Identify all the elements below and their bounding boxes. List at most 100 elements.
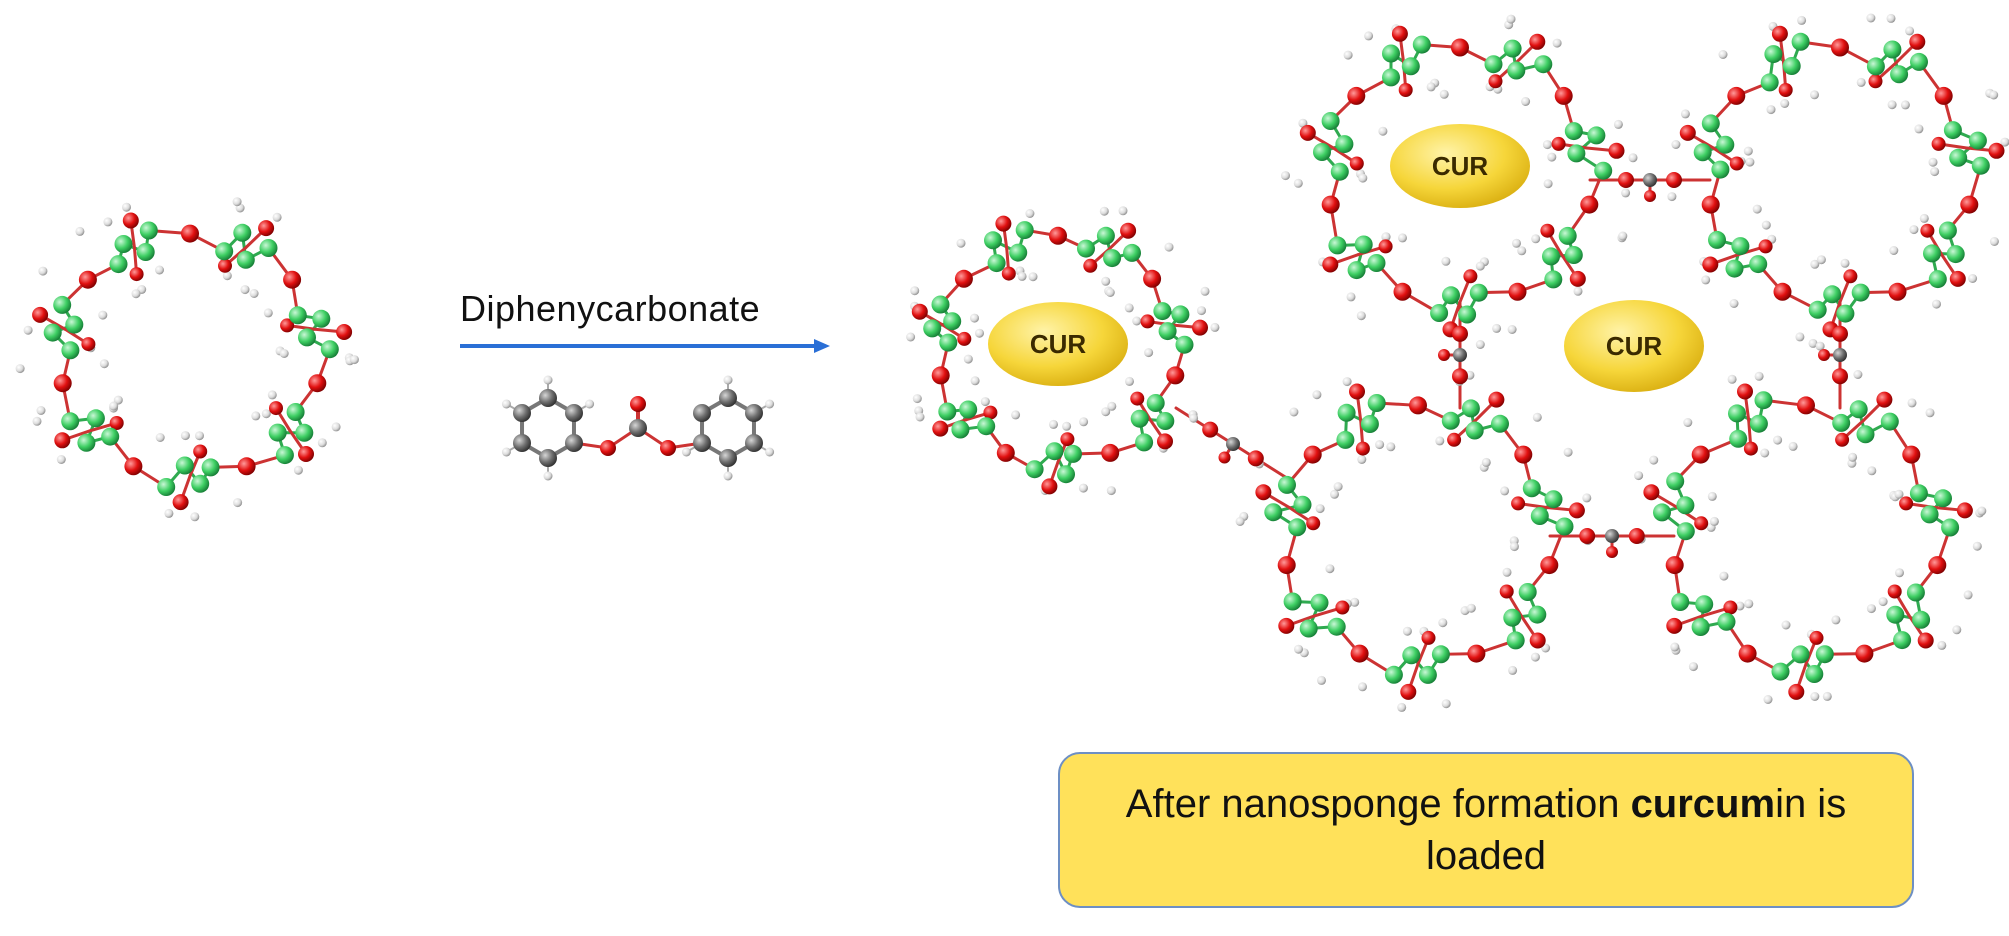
carbon-atom — [923, 319, 941, 337]
carbon-atom — [53, 296, 71, 314]
curcumin-guest: CUR — [1564, 300, 1704, 392]
hydrogen-atom — [1344, 51, 1353, 60]
hydrogen-atom — [1823, 692, 1832, 701]
oxygen-atom — [1509, 283, 1527, 301]
hydrogen-atom — [585, 400, 594, 409]
curcumin-label: CUR — [1606, 331, 1663, 361]
oxygen-atom — [1569, 502, 1585, 518]
oxygen-atom — [1855, 645, 1873, 663]
carbon-atom — [1695, 595, 1713, 613]
carbon-atom — [1009, 244, 1027, 262]
hydrogen-atom — [122, 203, 131, 212]
carbon-atom — [1949, 149, 1967, 167]
hydrogen-atom — [1132, 317, 1141, 326]
arrow-head — [814, 339, 830, 353]
oxygen-atom — [1702, 196, 1720, 214]
carbon-atom — [1542, 247, 1560, 265]
carbon-atom — [1171, 305, 1189, 323]
oxygen-atom — [1452, 368, 1468, 384]
hydrogen-atom — [1482, 458, 1491, 467]
oxygen-atom — [1192, 320, 1208, 336]
hydrogen-atom — [1317, 676, 1326, 685]
hydrogen-atom — [1744, 147, 1753, 156]
oxygen-atom — [1909, 34, 1925, 50]
hydrogen-atom — [1708, 492, 1717, 501]
hydrogen-atom — [1508, 325, 1517, 334]
hydrogen-atom — [1100, 207, 1109, 216]
carbon-atom — [1430, 304, 1448, 322]
hydrogen-atom — [1929, 158, 1938, 167]
carbon-atom — [1159, 322, 1177, 340]
linker-carbon-atom — [1643, 173, 1657, 187]
oxygen-atom — [1101, 444, 1119, 462]
carbon-atom — [276, 446, 294, 464]
hydrogen-atom — [1334, 482, 1343, 491]
hydrogen-atom — [1543, 140, 1552, 149]
hydrogen-atom — [544, 376, 553, 385]
hydrogen-atom — [1500, 486, 1509, 495]
oxygen-atom — [1351, 645, 1369, 663]
hydrogen-atom — [502, 448, 511, 457]
oxygen-atom — [660, 440, 676, 456]
carbon-atom — [1702, 114, 1720, 132]
carbon-atom — [1368, 394, 1386, 412]
caption-text: After nanosponge formation curcumin is l… — [1126, 778, 1846, 882]
hydrogen-atom — [250, 289, 259, 298]
carbon-atom — [1694, 143, 1712, 161]
oxygen-atom — [1248, 450, 1264, 466]
hydrogen-atom — [1760, 449, 1769, 458]
oxygen-atom — [1935, 87, 1953, 105]
hydrogen-atom — [75, 227, 84, 236]
oxygen-atom — [336, 324, 352, 340]
oxygen-atom — [1552, 137, 1566, 151]
oxygen-atom — [1835, 433, 1849, 447]
carbon-atom — [1284, 593, 1302, 611]
oxygen-atom — [54, 374, 72, 392]
hydrogen-atom — [1510, 542, 1519, 551]
carbon-atom — [1857, 425, 1875, 443]
hydrogen-atom — [981, 397, 990, 406]
hydrogen-atom — [1888, 100, 1897, 109]
oxygen-atom — [1409, 396, 1427, 414]
oxygen-atom — [1392, 26, 1408, 42]
carbon-atom — [1103, 249, 1121, 267]
carbon-atom — [1671, 593, 1689, 611]
hydrogen-atom — [1011, 410, 1020, 419]
oxygen-atom — [1957, 502, 1973, 518]
carbon-atom — [1135, 433, 1153, 451]
carbon-atom — [1328, 618, 1346, 636]
oxygen-atom — [1579, 528, 1595, 544]
oxygen-atom — [1928, 556, 1946, 574]
oxygen-atom — [1514, 446, 1532, 464]
carbon-atom — [202, 458, 220, 476]
carbon-atom — [1749, 255, 1767, 273]
carbon-atom — [1881, 413, 1899, 431]
carbon-atom — [1294, 496, 1312, 514]
hydrogen-atom — [1582, 493, 1591, 502]
hydrogen-atom — [1926, 408, 1935, 417]
curcumin-label: CUR — [1432, 151, 1489, 181]
oxygen-atom — [1832, 326, 1848, 342]
oxygen-atom — [1488, 392, 1504, 408]
hydrogen-atom — [1427, 82, 1436, 91]
hydrogen-atom — [1312, 390, 1321, 399]
hydrogen-atom — [1789, 442, 1798, 451]
carbon-atom — [1385, 666, 1403, 684]
carbon-atom — [1565, 246, 1583, 264]
oxygen-atom — [54, 432, 70, 448]
reagent-label: Diphenycarbonate — [460, 288, 760, 330]
carbon-atom — [312, 310, 330, 328]
carbon-atom — [1692, 618, 1710, 636]
carbon-atom — [1156, 412, 1174, 430]
carbon-atom — [115, 235, 133, 253]
carbon-atom — [1832, 414, 1850, 432]
oxygen-atom — [124, 457, 142, 475]
carbon-atom — [233, 224, 251, 242]
oxygen-atom — [32, 307, 48, 323]
oxygen-atom — [1723, 601, 1737, 615]
carbon-atom — [1147, 394, 1165, 412]
oxygen-atom — [1580, 196, 1598, 214]
hydrogen-atom — [1467, 604, 1476, 613]
hydrogen-atom — [1119, 206, 1128, 215]
oxygen-atom — [1739, 645, 1757, 663]
